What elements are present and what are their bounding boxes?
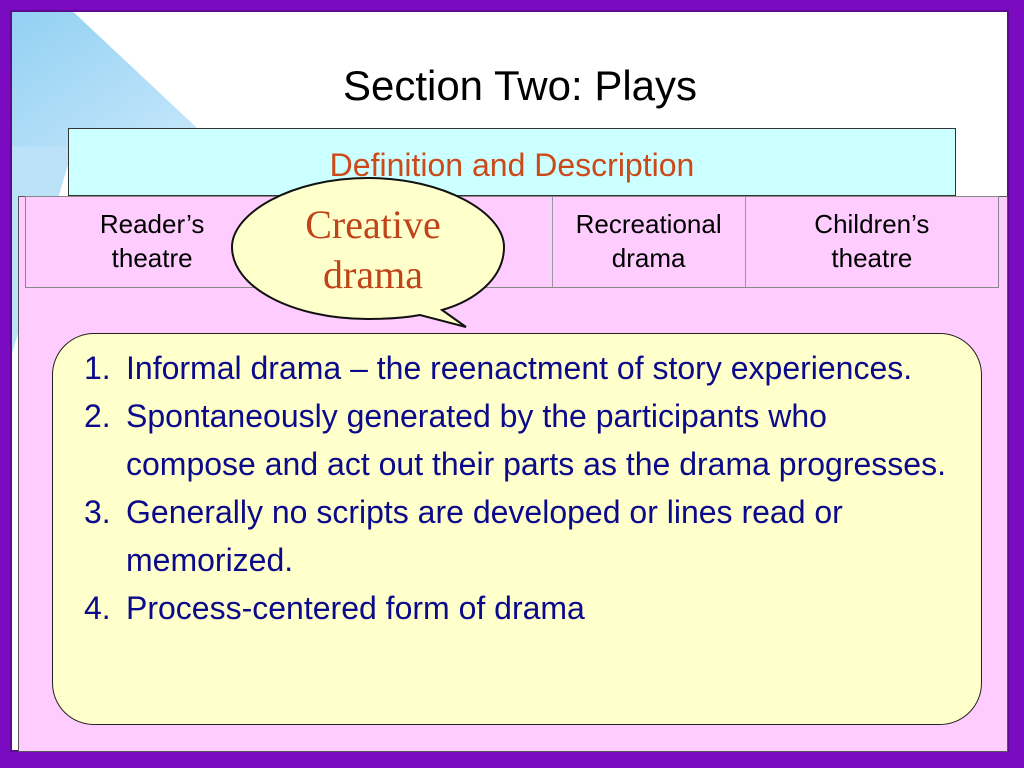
category-readers-theatre: Reader’s theatre	[26, 197, 280, 287]
definition-header-box: Definition and Description	[68, 128, 956, 196]
description-box	[52, 333, 982, 725]
list-text: Generally no scripts are developed or li…	[126, 494, 843, 578]
callout-text: Creative drama	[228, 200, 518, 300]
slide-title: Section Two: Plays	[342, 62, 698, 109]
callout-line-1: Creative	[305, 202, 441, 247]
category-childrens-theatre: Children’s theatre	[814, 209, 930, 273]
list-text: Informal drama – the reenactment of stor…	[126, 350, 913, 386]
list-number: 4.	[84, 590, 111, 626]
list-number: 3.	[84, 494, 111, 530]
list-item: 4. Process-centered form of drama	[84, 584, 964, 632]
list-item: 2. Spontaneously generated by the partici…	[84, 392, 964, 488]
list-text: Process-centered form of drama	[126, 590, 585, 626]
definition-header: Definition and Description	[329, 147, 695, 183]
list-number: 2.	[84, 398, 111, 434]
list-number: 1.	[84, 350, 111, 386]
callout-bubble	[230, 176, 506, 328]
category-recreational-drama: Recreational drama	[553, 197, 746, 287]
callout-line-2: drama	[323, 252, 423, 297]
list-item: 1. Informal drama – the reenactment of st…	[84, 344, 964, 392]
list-item: 3. Generally no scripts are developed or …	[84, 488, 964, 584]
description-list: 1. Informal drama – the reenactment of st…	[84, 344, 964, 632]
list-text: Spontaneously generated by the participa…	[126, 398, 946, 482]
